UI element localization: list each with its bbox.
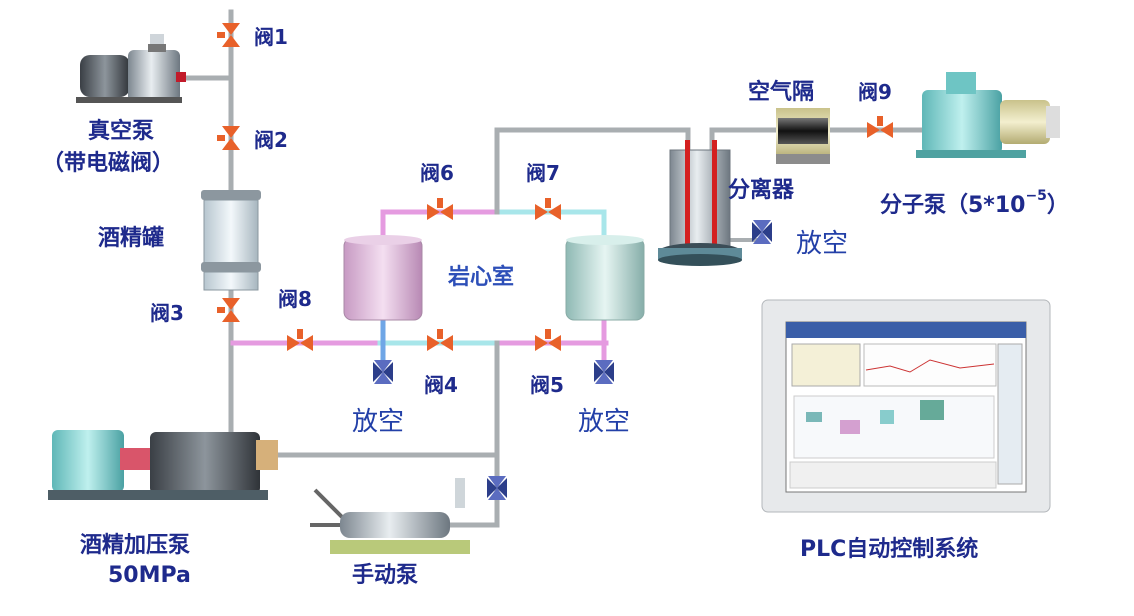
vent-labels: 放空 放空 放空 — [352, 229, 848, 437]
separator-graphic — [658, 140, 742, 266]
pipe-hand-pump — [447, 340, 500, 528]
air-gap-graphic — [776, 108, 830, 164]
label-valve2: 阀2 — [254, 128, 288, 152]
valve-9[interactable] — [867, 116, 893, 138]
vent-valve-hand-pump[interactable] — [487, 476, 507, 500]
label-vent-left: 放空 — [352, 407, 404, 437]
molecular-pump-graphic — [916, 72, 1060, 158]
valve-3[interactable] — [217, 298, 240, 322]
vent-valve-right[interactable] — [594, 360, 614, 384]
vent-valve-separator[interactable] — [752, 220, 772, 244]
hand-pump-graphic — [310, 478, 470, 554]
label-valve3: 阀3 — [150, 301, 184, 325]
label-valve1: 阀1 — [254, 25, 288, 49]
label-vacuum-pump-note: （带电磁阀） — [42, 150, 174, 176]
pipe-valve7-line — [494, 209, 607, 241]
valve-2[interactable] — [217, 126, 240, 150]
label-air-gap: 空气隔 — [748, 79, 814, 105]
pipe-valve6-line — [380, 209, 500, 241]
plc-panel-graphic — [761, 299, 1051, 513]
label-separator: 分离器 — [728, 177, 795, 203]
label-valve4: 阀4 — [424, 373, 458, 397]
label-valve7: 阀7 — [526, 161, 560, 185]
label-molecular-pump-close: ） — [1047, 193, 1069, 218]
label-valve6: 阀6 — [420, 161, 454, 185]
valve-8[interactable] — [287, 329, 313, 351]
valves — [217, 23, 893, 351]
label-alcohol-tank: 酒精罐 — [98, 225, 164, 251]
label-core-chamber: 岩心室 — [447, 264, 514, 290]
label-plc-system: PLC自动控制系统 — [800, 536, 978, 562]
label-pressure-pump-rating: 50MPa — [108, 563, 191, 588]
labels: 阀1 阀2 阀3 阀8 阀4 阀5 阀6 阀7 阀9 真空泵 （带电磁阀） 酒精… — [42, 25, 1069, 588]
valve-5[interactable] — [535, 329, 561, 351]
valve-4[interactable] — [427, 329, 453, 351]
valve-1[interactable] — [217, 23, 240, 47]
label-molecular-pump-main: 分子泵（5*10 — [880, 193, 1025, 218]
label-hand-pump: 手动泵 — [352, 563, 418, 588]
alcohol-tank-graphic — [201, 190, 261, 291]
label-molecular-pump: 分子泵（5*10−5） — [880, 188, 1069, 218]
label-pressure-pump: 酒精加压泵 — [80, 532, 190, 558]
label-molecular-pump-exponent: −5 — [1025, 188, 1046, 204]
valve-7[interactable] — [535, 198, 561, 220]
label-valve5: 阀5 — [530, 373, 564, 397]
label-vent-separator: 放空 — [796, 229, 848, 259]
label-valve9: 阀9 — [858, 80, 892, 104]
label-vent-right: 放空 — [578, 407, 630, 437]
vacuum-pump-graphic — [76, 34, 186, 103]
vent-valve-left[interactable] — [373, 360, 393, 384]
label-vacuum-pump: 真空泵 — [88, 118, 154, 144]
valve-6[interactable] — [427, 198, 453, 220]
label-valve8: 阀8 — [278, 287, 312, 311]
pressure-pump-graphic — [48, 430, 278, 500]
vent-valves — [373, 220, 772, 500]
core-chambers — [343, 235, 645, 321]
